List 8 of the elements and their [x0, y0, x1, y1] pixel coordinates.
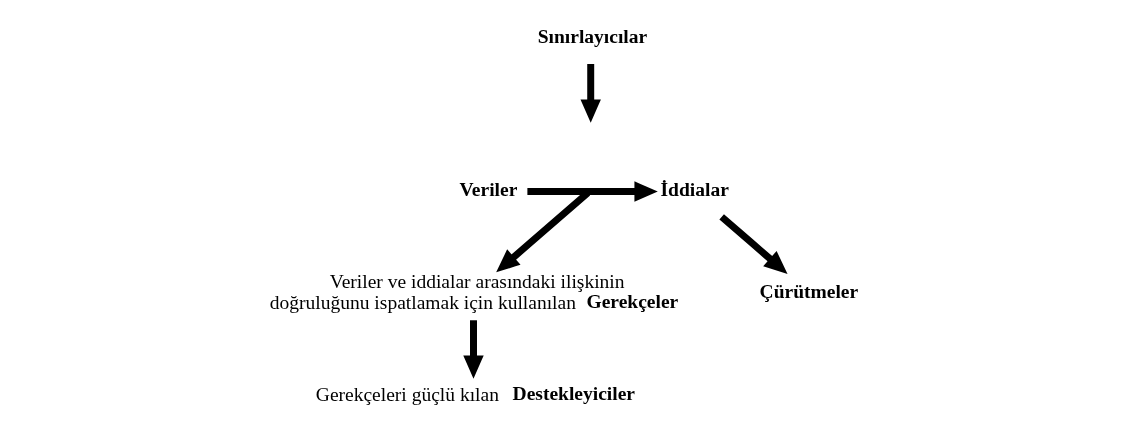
- node-text: Çürütmeler: [759, 280, 859, 302]
- node-text: Veriler: [459, 178, 518, 200]
- node-text: Gerekçeleri güçlü kılan Destekleyiciler: [315, 382, 636, 406]
- node-text: Sınırlayıcılar: [537, 26, 648, 48]
- node-text: İddialar: [660, 178, 729, 200]
- arrow: [580, 63, 601, 123]
- arrow: [719, 214, 788, 274]
- node-text: Veriler ve iddialar arasındaki ilişkinin doğruluğunu ispatlamak için kullanılan Gerekçeler: [269, 271, 679, 313]
